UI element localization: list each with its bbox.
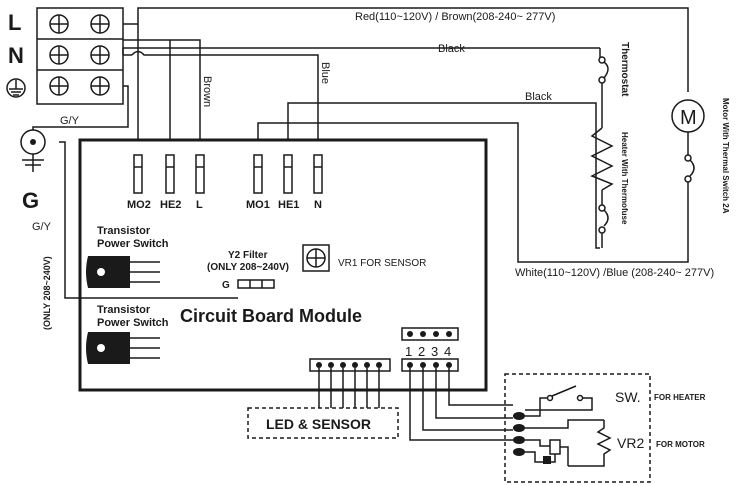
transistor-1-icon [86, 256, 160, 288]
ground-icon [6, 78, 26, 98]
y2-filter-g-label: G [222, 280, 230, 291]
thermostat-label: Thermostat [619, 42, 630, 97]
connector-l-label: L [196, 199, 203, 211]
board-connectors [133, 154, 323, 194]
connector-mo1-label: MO1 [246, 199, 270, 211]
transistor-1-label-line2: Power Switch [97, 238, 169, 250]
wires: G/Y G/Y (ONLY 208~240V) Red(110~120V) / … [32, 7, 714, 330]
led-header-icon [309, 358, 391, 408]
switch-for-heater-label: FOR HEATER [654, 393, 706, 402]
switch-box-plugs-icon [513, 412, 525, 456]
switch-box-wires [409, 368, 513, 441]
wire-label-black-1: Black [438, 43, 465, 55]
terminal-block [36, 7, 124, 105]
led-sensor-label: LED & SENSOR [266, 416, 371, 432]
port-number-3: 3 [431, 344, 438, 359]
vr2-potentiometer-icon [525, 419, 612, 467]
heater-switch-icon [525, 385, 593, 417]
port-number-2: 2 [418, 344, 425, 359]
y2-filter-label-line1: Y2 Filter [228, 250, 268, 261]
switch-label: SW. [615, 389, 641, 405]
thermostat-icon [598, 56, 609, 128]
wire-label-white-blue: White(110~120V) /Blue (208-240~ 277V) [515, 267, 714, 279]
vr2-for-motor-label: FOR MOTOR [656, 440, 705, 449]
vr2-label: VR2 [617, 435, 644, 451]
led-sensor-box [247, 407, 399, 439]
port-number-1: 1 [405, 344, 412, 359]
connector-he1-label: HE1 [278, 199, 299, 211]
motor-icon [671, 99, 705, 194]
wire-label-blue: Blue [319, 62, 331, 84]
ground-label: G [22, 188, 39, 213]
transistor-2-label-line2: Power Switch [97, 317, 169, 329]
terminal-n-label: N [8, 43, 24, 68]
wire-label-gy-left: G/Y [32, 221, 52, 233]
vr1-label: VR1 FOR SENSOR [338, 258, 426, 269]
motor-label: Motor With Thermal Switch 2A [721, 98, 730, 214]
transistor-2-label-line1: Transistor [97, 304, 151, 316]
wire-label-gy-top: G/Y [60, 115, 80, 127]
motor-symbol: M [680, 107, 697, 129]
port-number-4: 4 [444, 344, 451, 359]
terminal-l-label: L [8, 10, 21, 35]
y2-filter-connector-icon [237, 279, 275, 289]
wire-label-only-208: (ONLY 208~240V) [42, 256, 52, 330]
y2-filter-label-line2: (ONLY 208~240V) [207, 262, 289, 273]
board-title: Circuit Board Module [180, 306, 362, 326]
port-header-bottom-icon [401, 358, 459, 372]
heater-icon [590, 127, 614, 248]
transistor-1-label-line1: Transistor [97, 225, 151, 237]
ground-lug-icon [20, 129, 46, 172]
terminal-screw-icon [49, 14, 110, 96]
connector-mo2-label: MO2 [127, 199, 151, 211]
vr1-potentiometer-icon [302, 244, 330, 272]
switch-box [504, 373, 651, 483]
wire-label-red-brown: Red(110~120V) / Brown(208-240~ 277V) [355, 11, 555, 23]
heater-label: Heater With Thermofuse [620, 132, 629, 225]
connector-n-label: N [314, 199, 322, 211]
transistor-2-icon [86, 332, 160, 364]
circuit-board [78, 138, 488, 392]
connector-he2-label: HE2 [160, 199, 181, 211]
wire-label-black-2: Black [525, 91, 552, 103]
wire-label-brown: Brown [201, 76, 213, 107]
port-header-top-icon [401, 327, 459, 341]
